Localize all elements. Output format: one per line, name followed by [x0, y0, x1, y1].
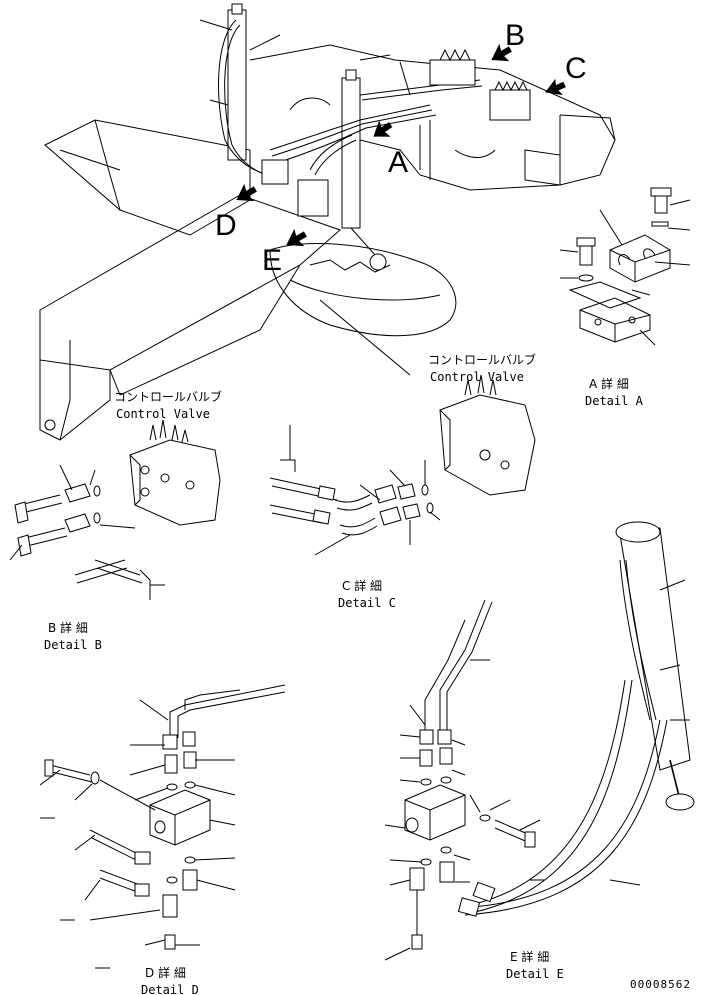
main-frame: [249, 44, 616, 191]
lift-cylinder-right: [341, 77, 361, 229]
caption-detail-b-jp: B 詳 細: [48, 620, 88, 635]
detail-c-drawing: [269, 374, 536, 556]
caption-detail-c-en: Detail C: [338, 596, 396, 610]
valve-block-d: [149, 789, 211, 846]
view-arrow-d: [236, 183, 257, 202]
caption-detail-d-jp: D 詳 細: [145, 965, 186, 980]
detail-d-drawing: [39, 684, 286, 969]
letter-d: D: [215, 209, 237, 242]
valve-block-e-detail: [404, 784, 466, 841]
detail-b-drawing: [9, 419, 221, 600]
caption-detail-e-jp: E 詳 細: [510, 949, 549, 964]
letter-c: C: [565, 52, 587, 85]
detail-e-drawing: [384, 521, 695, 961]
caption-detail-d-en: Detail D: [141, 983, 199, 995]
view-arrow-a: [373, 120, 393, 137]
caption-detail-b-en: Detail B: [44, 638, 102, 652]
letter-e: E: [262, 244, 282, 277]
letter-a: A: [388, 146, 408, 179]
view-arrow-b: [491, 43, 512, 62]
main-assembly: [39, 3, 616, 441]
valve-block-e: [297, 179, 329, 217]
detail-a-drawing: [559, 187, 691, 346]
drawing-number: 00008562: [630, 978, 691, 991]
caption-detail-a-en: Detail A: [585, 394, 644, 408]
caption-control-valve-en-main: Control Valve: [430, 370, 524, 384]
view-arrow-e: [286, 228, 307, 247]
circle: [269, 243, 457, 337]
view-arrow-c: [545, 78, 566, 96]
lift-cylinder-left: [227, 9, 247, 161]
caption-control-valve-jp-b: コントロールバルブ: [114, 389, 222, 404]
caption-control-valve-en-b: Control Valve: [116, 407, 210, 421]
caption-detail-a-jp: A 詳 細: [589, 376, 629, 391]
cylinder-e: [619, 527, 691, 771]
caption-detail-c-jp: C 詳 細: [342, 578, 382, 593]
caption-control-valve-jp-main: コントロールバルブ: [428, 352, 536, 367]
caption-detail-e-en: Detail E: [506, 967, 564, 981]
letter-b: B: [505, 19, 525, 52]
